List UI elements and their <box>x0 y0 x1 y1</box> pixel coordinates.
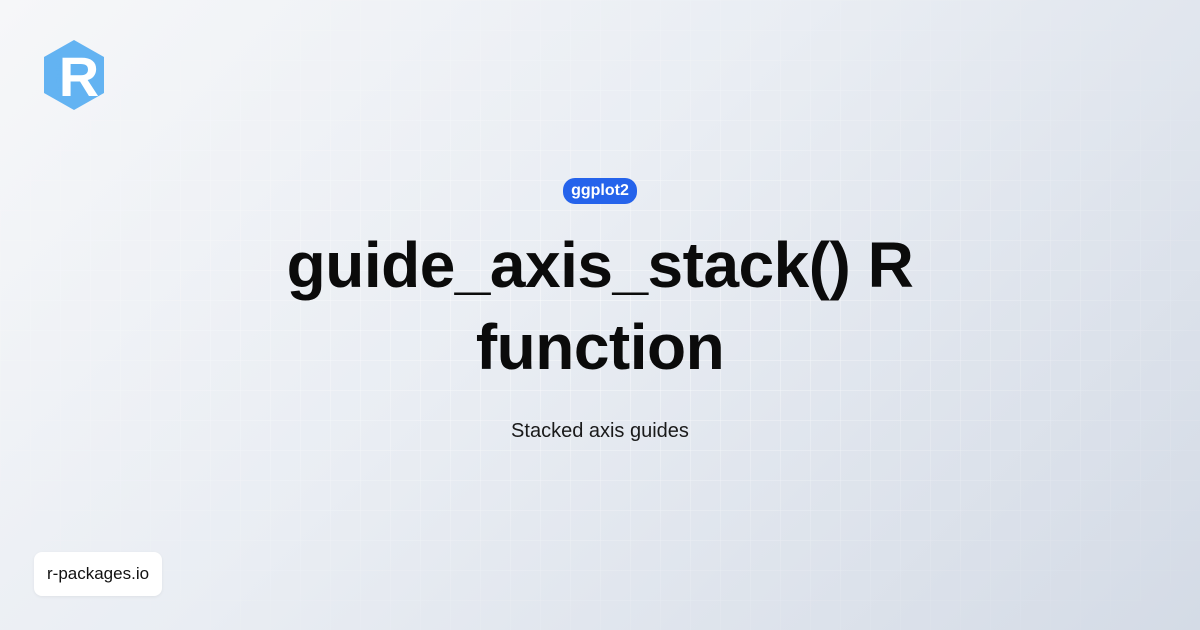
logo-text: CODER <box>52 50 63 94</box>
site-link[interactable]: r-packages.io <box>34 552 163 596</box>
page-subtitle: Stacked axis guides <box>511 420 689 442</box>
page-title: guide_axis_stack() R function <box>286 229 914 383</box>
logo-letter: R <box>59 45 99 108</box>
hero: ggplot2 guide_axis_stack() R function St… <box>0 178 1200 444</box>
package-badge[interactable]: ggplot2 <box>563 178 637 204</box>
r-coder-logo: R CODER <box>40 38 108 112</box>
hexagon-logo-icon: R CODER <box>44 40 104 110</box>
